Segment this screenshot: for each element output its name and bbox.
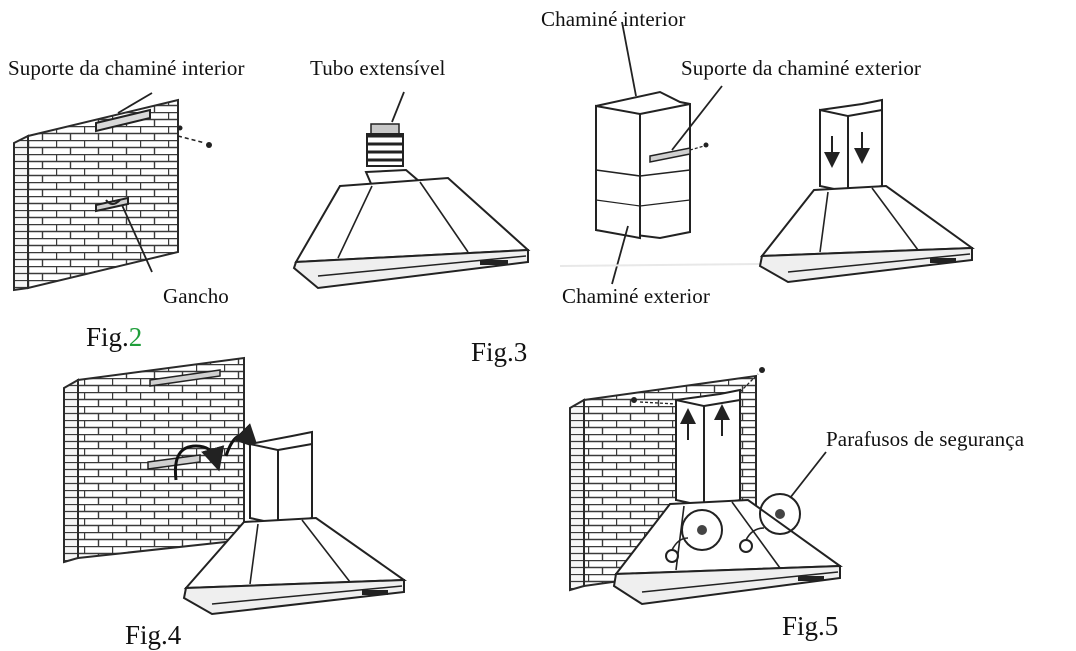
label-safety-screws: Parafusos de segurança	[826, 427, 1025, 451]
fig3-hood-illustration	[760, 100, 972, 282]
caption-fig2: Fig.2	[86, 324, 142, 351]
caption-fig5: Fig.5	[782, 611, 839, 641]
fig3-chimney-illustration	[560, 22, 760, 284]
label-outer-chimney: Chaminé exterior	[562, 284, 710, 308]
caption-fig2-prefix: Fig.	[86, 322, 129, 352]
fig5-illustration	[570, 367, 840, 604]
label-inner-chimney: Chaminé interior	[541, 7, 686, 31]
fig4-illustration	[64, 358, 404, 614]
label-extension-tube: Tubo extensível	[310, 56, 446, 80]
fig2-hood-illustration	[294, 92, 528, 288]
label-outer-chimney-bracket: Suporte da chaminé exterior	[681, 56, 922, 80]
label-hook: Gancho	[163, 284, 229, 308]
caption-fig2-number: 2	[128, 322, 143, 352]
caption-fig4: Fig.4	[125, 620, 182, 650]
fig2-wall-illustration	[14, 93, 212, 290]
label-inner-chimney-bracket: Suporte da chaminé interior	[8, 56, 245, 80]
caption-fig3: Fig.3	[471, 337, 528, 367]
